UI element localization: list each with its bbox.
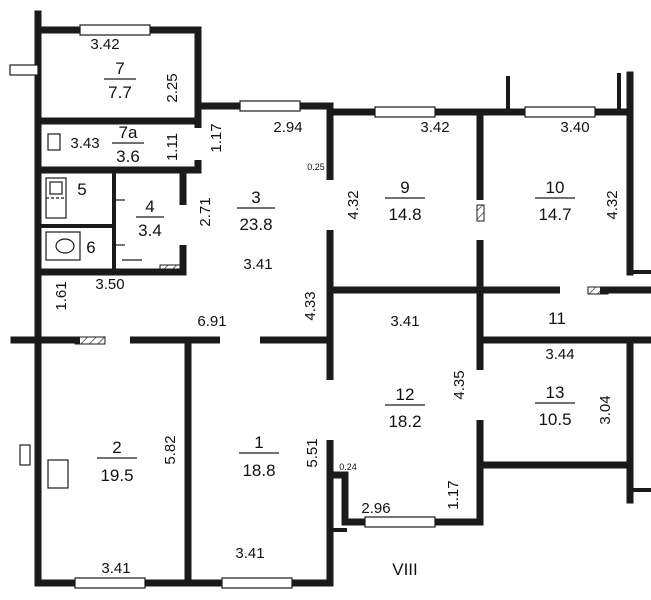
dim-corr-top: 1.17: [208, 123, 225, 152]
door-openings: [80, 128, 600, 440]
section-label: VIII: [392, 560, 418, 579]
window-r12: [364, 516, 436, 528]
hatch-r4: [159, 264, 183, 273]
dim-r2-width: 3.41: [101, 560, 130, 577]
dim-r2-height: 5.82: [162, 435, 179, 464]
dim-r1-width: 3.41: [235, 545, 264, 562]
dim-offset-a: 0.25: [307, 162, 325, 172]
room-13-number: 13: [546, 383, 565, 402]
room-10-number: 10: [546, 178, 565, 197]
window-left-top: [9, 64, 39, 76]
room-7-area: 7.7: [108, 83, 132, 102]
dim-hall-top: 3.50: [95, 276, 124, 293]
dim-hall-left: 1.61: [53, 281, 70, 310]
window-r7: [79, 24, 151, 36]
windows: [9, 24, 596, 589]
room-4-number: 4: [145, 197, 154, 216]
window-r10: [524, 106, 596, 118]
room-1-area: 18.8: [242, 461, 275, 480]
room-2-area: 19.5: [100, 466, 133, 485]
dim-r1-height: 5.51: [304, 438, 321, 467]
room-2-number: 2: [112, 438, 121, 457]
room-4-area: 3.4: [138, 221, 162, 240]
room-7a-area: 3.6: [116, 147, 140, 166]
window-r1: [221, 577, 293, 589]
column-r2: [47, 459, 69, 489]
hatch-r2: [74, 336, 106, 345]
dim-r7a-height: 1.11: [164, 133, 181, 161]
fixtures: [45, 133, 142, 489]
room-12-number: 12: [396, 385, 415, 404]
dim-r13-height: 3.04: [597, 395, 614, 424]
hatch-r9: [476, 204, 485, 222]
window-r3: [239, 100, 301, 112]
room-labels: 7 7.7 7а 3.6 5 6 4 3.4 3 23.8 9 14.8 10 …: [77, 59, 575, 485]
toilet-cistern-icon: [45, 231, 81, 261]
hatched-partitions: [74, 204, 609, 345]
hatch-r11: [587, 286, 609, 295]
dim-r12-width: 3.41: [390, 313, 419, 330]
room-9-area: 14.8: [388, 205, 421, 224]
dim-r3-left: 2.71: [197, 197, 214, 226]
room-13-area: 10.5: [538, 410, 571, 429]
dim-r9-height: 4.32: [345, 190, 362, 219]
window-r2-side: [19, 444, 31, 466]
window-r2: [74, 577, 146, 589]
dim-offset-b: 0.24: [339, 462, 357, 472]
dim-hall-right: 4.33: [302, 291, 319, 320]
room-5-number: 5: [77, 180, 86, 199]
dim-r13-width: 3.44: [545, 346, 574, 363]
dim-r9-width: 3.42: [420, 119, 449, 136]
wall-top-r7: [34, 26, 334, 110]
sink-icon: [47, 133, 61, 151]
room-7-number: 7: [115, 59, 124, 78]
dim-r12-bottom: 2.96: [361, 500, 390, 517]
room-6-number: 6: [86, 238, 95, 257]
dim-r7-width: 3.42: [90, 36, 119, 53]
room-3-area: 23.8: [239, 215, 272, 234]
dim-r10-width: 3.40: [560, 119, 589, 136]
dim-r3-width: 3.41: [243, 256, 272, 273]
dimension-labels: 3.42 2.25 3.43 1.11 1.17 2.94 2.71 3.41 …: [53, 36, 621, 577]
room-9-number: 9: [400, 178, 409, 197]
room-10-area: 14.7: [538, 205, 571, 224]
window-r9: [374, 106, 436, 118]
dim-r7a-width: 3.43: [70, 135, 99, 152]
dim-r7-height: 2.25: [164, 73, 181, 102]
room-1-number: 1: [254, 433, 263, 452]
shower-icon: [49, 181, 63, 195]
dim-r12-height: 4.35: [451, 370, 468, 399]
dim-r3-top: 2.94: [273, 119, 302, 136]
room-12-area: 18.2: [388, 412, 421, 431]
room-11-number: 11: [548, 309, 566, 328]
room-7a-number: 7а: [119, 123, 138, 142]
toilet-bowl-icon: [55, 238, 75, 254]
room-3-number: 3: [251, 188, 260, 207]
dim-r12-jog: 1.17: [445, 480, 462, 509]
dim-hall-width: 6.91: [197, 313, 226, 330]
dim-r10-height: 4.32: [604, 190, 621, 219]
